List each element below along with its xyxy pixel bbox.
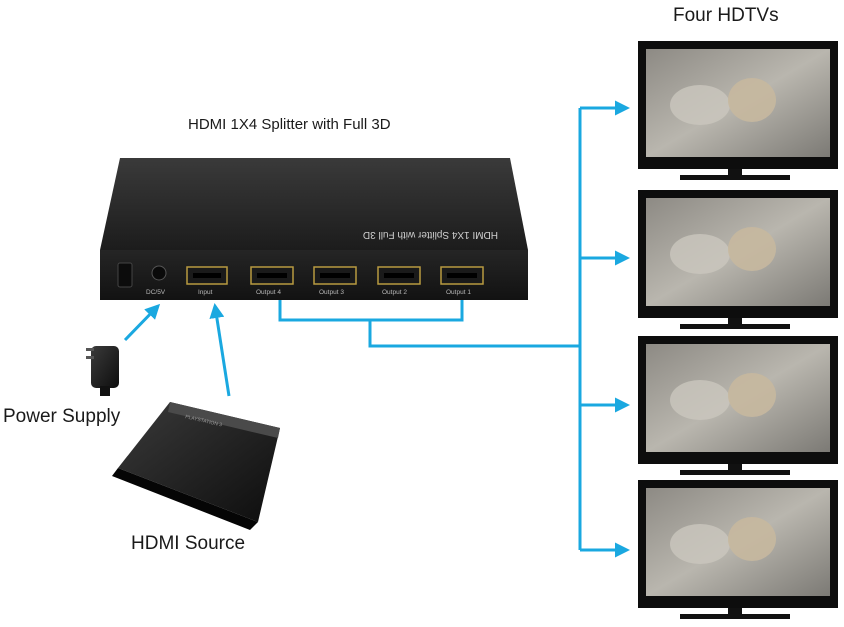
hdmi-input-port: Input (186, 266, 228, 296)
power-adapter-icon (86, 346, 119, 396)
splitter-top-face (100, 158, 528, 250)
arrow-source-to-input (209, 303, 231, 397)
output3-port-label: Output 3 (319, 289, 344, 296)
dc-port-label: DC/5V (146, 289, 166, 296)
connection-lines (123, 100, 630, 558)
hdmi-output2-port: Output 2 (377, 266, 421, 296)
hdtv-1 (638, 41, 838, 180)
power-switch (117, 262, 133, 288)
splitter-title: HDMI 1X4 Splitter with Full 3D (188, 116, 391, 133)
arrow-power-to-dc (123, 303, 161, 342)
output4-port-label: Output 4 (256, 289, 281, 296)
hdtv-2 (638, 190, 838, 329)
hdmi-source-console-icon: PLAYSTATION 3 (112, 402, 280, 530)
hdmi-output1-port: Output 1 (440, 266, 484, 296)
hdmi-source-label: HDMI Source (131, 533, 246, 554)
trunk-line (368, 320, 580, 348)
hdtv-4 (638, 480, 838, 619)
hdtvs-title: Four HDTVs (673, 5, 779, 26)
hdmi-output4-port: Output 4 (250, 266, 294, 296)
hdtv-3 (638, 336, 838, 475)
output2-port-label: Output 2 (382, 289, 407, 296)
output1-port-label: Output 1 (446, 289, 471, 296)
output-bus-line (278, 300, 464, 322)
hdmi-output3-port: Output 3 (313, 266, 357, 296)
dc-jack (151, 265, 167, 281)
hdmi-splitter-device: HDMI 1X4 Splitter with Full 3D DC/5V Inp… (100, 158, 528, 300)
splitter-top-print: HDMI 1X4 Splitter with Full 3D (363, 229, 498, 240)
input-port-label: Input (198, 289, 213, 296)
power-supply-label: Power Supply (3, 406, 121, 427)
